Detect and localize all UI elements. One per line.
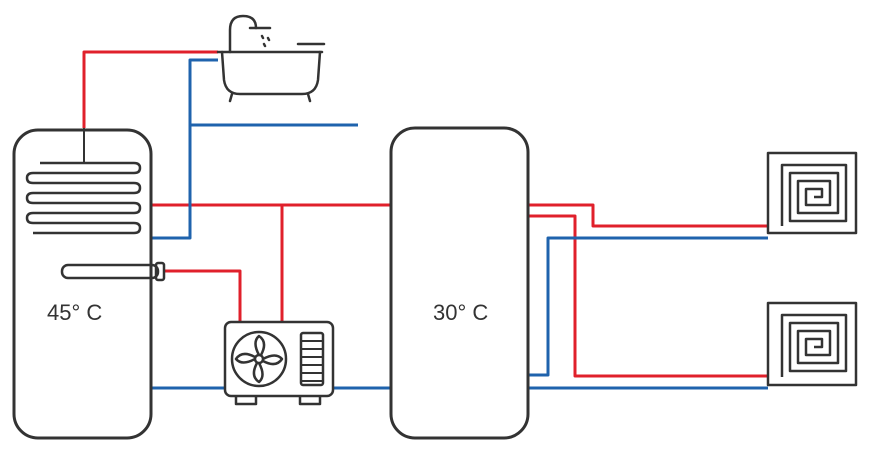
dhw-coil-feed (40, 128, 85, 164)
dhw-tank-body (12, 128, 153, 440)
hot-water-pipes (82, 50, 768, 378)
hot-pipe-sensor-to-heatpump (163, 269, 242, 322)
dhw-tank: 45° C (12, 128, 166, 440)
dhw-heating-coil (25, 161, 142, 235)
bathtub-icon (216, 14, 326, 103)
shower-head-icon (248, 26, 272, 48)
cold-pipe-bath-return (151, 58, 218, 240)
fan-icon (230, 330, 288, 388)
cold-water-pipes (151, 58, 768, 390)
buffer-tank: 30° C (389, 126, 530, 440)
hot-pipe-tank-to-bath (82, 50, 218, 128)
hot-pipe-to-upper-floor-loop (528, 203, 768, 228)
floor-heating-coil-icon (766, 151, 858, 235)
temperature-sensor-icon (60, 261, 166, 282)
hot-pipe-to-lower-floor-loop (528, 214, 768, 378)
buffer-tank-body (389, 126, 530, 440)
heat-pump-icon (223, 320, 335, 406)
cold-pipe-upper-floor-return (528, 236, 768, 377)
dhw-tank-temperature: 45° C (47, 300, 102, 325)
buffer-tank-temperature: 30° C (433, 300, 488, 325)
floor-heating-coil-icon (766, 301, 858, 387)
